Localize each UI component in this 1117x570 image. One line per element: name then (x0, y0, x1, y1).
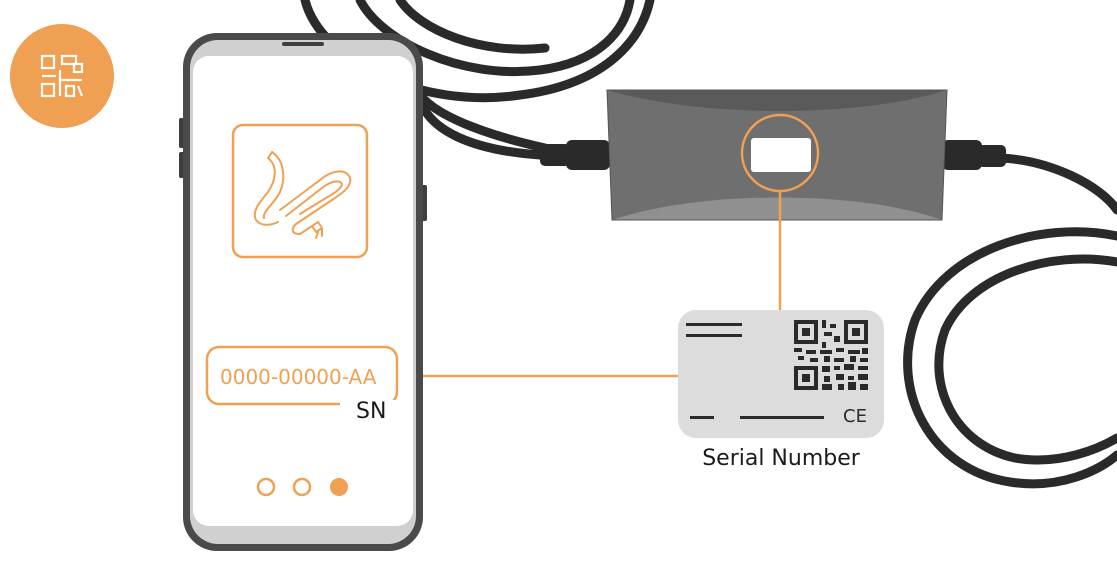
corner-badge (10, 24, 114, 128)
phone-speaker (282, 42, 324, 46)
pagination-dot[interactable] (292, 477, 312, 497)
charger-control-box (606, 89, 948, 221)
smartphone (179, 33, 427, 551)
charging-cable-icon (253, 151, 352, 239)
serial-number-value: 0000-00000-AA (220, 365, 377, 389)
pagination-dot-active[interactable] (330, 478, 348, 496)
pagination-dot[interactable] (256, 477, 276, 497)
label-text-line (686, 323, 742, 326)
label-caption: Serial Number (702, 446, 861, 471)
pagination-dots (256, 477, 348, 497)
label-text-line (740, 416, 824, 419)
strain-relief-right (942, 140, 1006, 170)
serial-label-card: CE (678, 310, 884, 438)
label-text-line (690, 416, 714, 419)
qr-code (794, 320, 868, 390)
app-tile[interactable] (231, 123, 369, 259)
label-window (751, 138, 811, 172)
label-text-line (686, 334, 742, 337)
strain-relief-left (540, 140, 610, 170)
serial-number-field[interactable]: 0000-00000-AA (205, 345, 400, 408)
field-label-sn: SN (356, 399, 386, 424)
charger-cable (300, 0, 1117, 489)
qr-scan-icon (40, 54, 84, 98)
ce-mark: CE (843, 406, 867, 427)
